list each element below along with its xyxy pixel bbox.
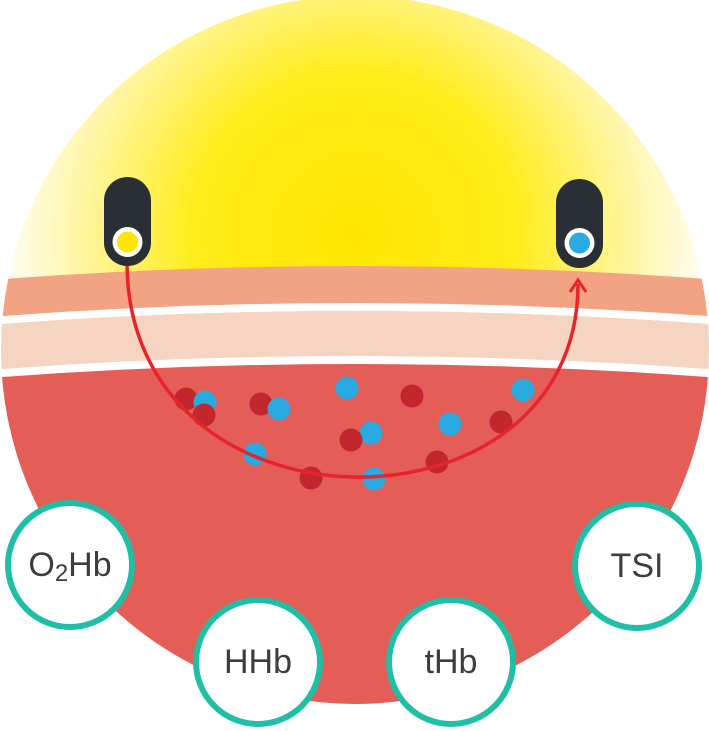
skin-divider-line xyxy=(1,303,709,325)
oxy-cell xyxy=(489,410,513,434)
deoxy-cell xyxy=(362,467,386,491)
deoxy-cell xyxy=(267,397,291,421)
deoxy-cell xyxy=(438,412,462,436)
tissue-layer xyxy=(1,364,709,704)
light-emitter-icon xyxy=(104,177,151,266)
oxy-cell xyxy=(400,384,424,408)
light-detector-icon xyxy=(556,179,603,268)
oxy-cell xyxy=(192,403,216,427)
tsi-label: TSI xyxy=(611,547,664,585)
hhb-label: HHb xyxy=(224,643,292,681)
thb-label: tHb xyxy=(425,643,478,681)
oxy-cell xyxy=(249,392,273,416)
thb-badge: tHb xyxy=(386,597,516,727)
o2hb-label: O2Hb xyxy=(28,546,111,587)
tissue-divider-line xyxy=(1,356,709,378)
o2hb-badge: O2Hb xyxy=(5,500,135,630)
tsi-badge: TSI xyxy=(572,501,702,631)
deoxy-cell xyxy=(511,378,535,402)
light-path-arrow xyxy=(125,261,588,479)
deoxy-cell xyxy=(335,376,359,400)
oxy-cell xyxy=(339,428,363,452)
deoxy-cell xyxy=(359,421,383,445)
hhb-badge: HHb xyxy=(193,597,323,727)
